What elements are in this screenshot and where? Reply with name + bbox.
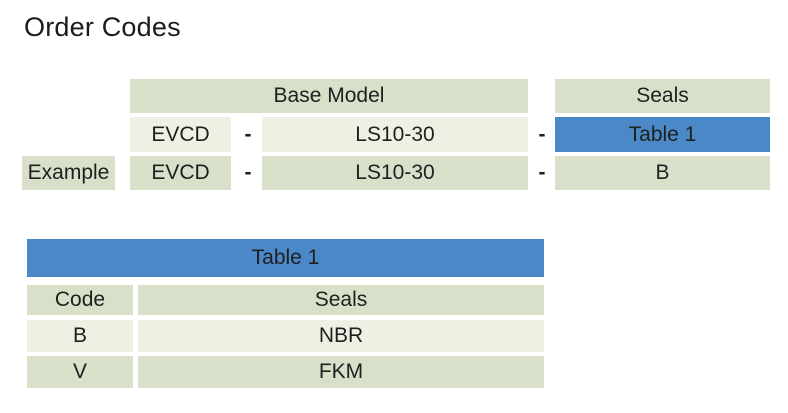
dash-separator: -: [244, 122, 252, 146]
seals-column-header-cell: Seals: [138, 285, 544, 315]
seal-code-cell: V: [27, 356, 133, 388]
page-title: Order Codes: [24, 12, 181, 42]
seal-material-cell: FKM: [138, 356, 544, 388]
base-model-header-cell: Base Model: [130, 79, 528, 113]
code-column-header-cell: Code: [27, 285, 133, 315]
dash-separator: -: [538, 122, 546, 146]
example-prefix-cell: EVCD: [130, 156, 231, 190]
base-model-series-cell: LS10-30: [262, 117, 528, 152]
example-label-cell: Example: [22, 156, 115, 190]
seal-code-cell: B: [27, 320, 133, 352]
seal-material-cell: NBR: [138, 320, 544, 352]
seals-header-cell: Seals: [555, 79, 770, 113]
example-series-cell: LS10-30: [262, 156, 528, 190]
dash-separator: -: [538, 161, 546, 184]
seal-table-title-cell: Table 1: [27, 239, 544, 277]
example-seal-cell: B: [555, 156, 770, 190]
seal-table-ref-cell: Table 1: [555, 117, 770, 152]
base-model-prefix-cell: EVCD: [130, 117, 231, 152]
dash-separator: -: [244, 161, 252, 184]
